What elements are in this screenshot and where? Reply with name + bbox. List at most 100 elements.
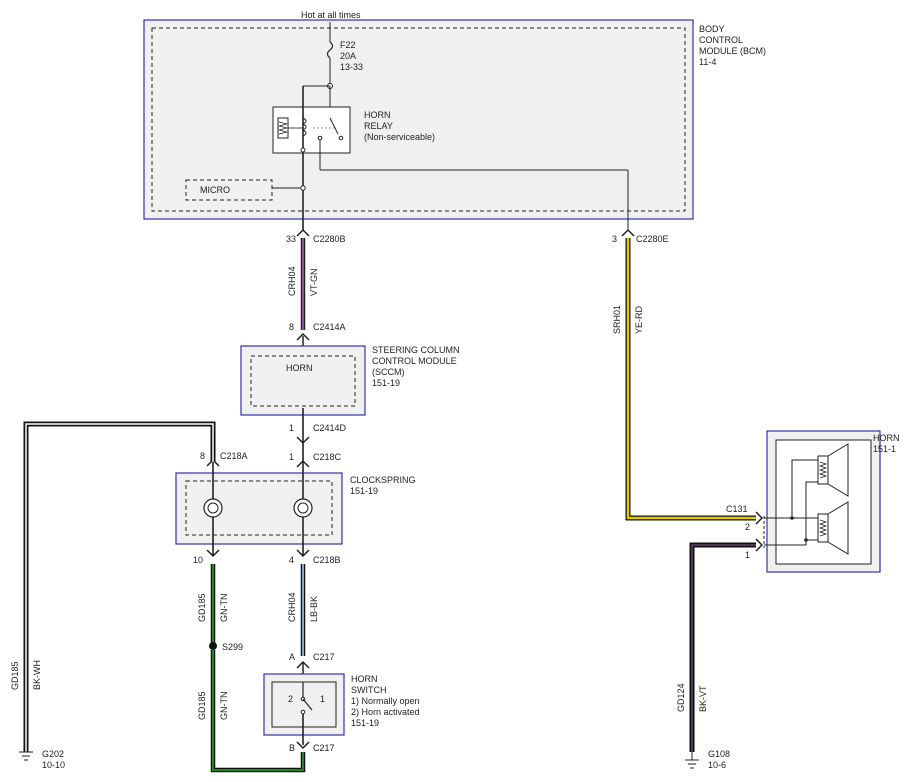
c217b-name: C217 <box>313 743 335 753</box>
connector-c218c-icon <box>296 459 310 468</box>
sccm-module <box>240 345 366 416</box>
c2414a-pin: 8 <box>289 322 294 332</box>
horn-ref: 151-1 <box>873 444 896 454</box>
wire-gd185-lower-color: GN-TN <box>219 692 229 721</box>
c218a-pin: 8 <box>200 451 205 461</box>
g202-ref: 10-10 <box>42 760 65 770</box>
fuse-icon <box>326 41 334 59</box>
relay-switch-icon <box>329 117 339 135</box>
sccm-title-4: 151-19 <box>372 378 400 388</box>
horn-speaker-lower-icon <box>817 501 849 555</box>
micro-label: MICRO <box>200 185 230 195</box>
wire-srh01-yerd <box>625 238 756 521</box>
connector-c218b-left-icon <box>206 549 220 558</box>
horn-speaker-upper-icon <box>817 443 849 497</box>
clockspring-ref: 151-19 <box>350 486 378 496</box>
horn-relay-box <box>272 106 351 154</box>
wire-gd185-left-circuit: GD185 <box>10 661 20 690</box>
relay-line2: RELAY <box>364 121 393 131</box>
wire-crh04-top-color: VT-GN <box>309 268 319 296</box>
bcm-module <box>143 19 694 220</box>
horn-switch-title-3: 1) Normally open <box>351 696 420 706</box>
sccm-inner-label: HORN <box>286 363 313 373</box>
c218c-pin: 1 <box>289 452 294 462</box>
c131-pin1: 1 <box>745 550 750 560</box>
wire-srh01-color: YE-RD <box>634 305 644 334</box>
wire-gd185-lower-circuit: GD185 <box>197 691 207 720</box>
c2414d-pin: 1 <box>289 423 294 433</box>
c218b-name: C218B <box>313 555 341 565</box>
c2280b-name: C2280B <box>313 234 346 244</box>
wire-srh01-circuit: SRH01 <box>612 305 622 334</box>
c2414d-name: C2414D <box>313 423 347 433</box>
c217a-pin: A <box>289 652 295 662</box>
c218a-name: C218A <box>220 451 248 461</box>
micro-box <box>185 179 273 201</box>
sccm-title-2: CONTROL MODULE <box>372 356 457 366</box>
c2280e-name: C2280E <box>636 234 669 244</box>
c131-pin2: 2 <box>745 522 750 532</box>
c218c-name: C218C <box>313 452 342 462</box>
relay-line3: (Non-serviceable) <box>364 132 435 142</box>
connector-c2414a-icon <box>296 332 310 341</box>
relay-winding-icon <box>301 117 307 137</box>
clockspring-title: CLOCKSPRING <box>350 475 416 485</box>
bcm-title-4: 11-4 <box>699 57 716 67</box>
c2280b-pin: 33 <box>286 234 296 244</box>
clockspring-module <box>175 472 343 545</box>
fuse-ref: 13-33 <box>340 62 363 72</box>
wire-gd124-bkvt <box>689 542 756 752</box>
connector-c218b-icon <box>296 549 310 558</box>
c217b-pin: B <box>289 743 295 753</box>
horn-switch-pin-right: 1 <box>320 694 325 704</box>
c2280e-pin: 3 <box>612 234 617 244</box>
wire-gd185-left-color: BK-WH <box>32 660 42 690</box>
bcm-title-2: CONTROL <box>699 35 743 45</box>
bcm-title-3: MODULE (BCM) <box>699 46 766 56</box>
hot-at-all-times-label: Hot at all times <box>301 10 361 20</box>
wire-crh04-top-circuit: CRH04 <box>287 266 297 296</box>
g108-ref: 10-6 <box>708 760 726 770</box>
bcm-title-1: BODY <box>699 24 725 34</box>
relay-name: HORN <box>364 110 391 120</box>
wire-crh04-bottom-circuit: CRH04 <box>287 592 297 622</box>
horn-switch-title-2: SWITCH <box>351 685 387 695</box>
connector-c217b-icon <box>296 741 310 750</box>
connector-c2280b-icon <box>296 228 310 237</box>
horn-module <box>766 430 881 573</box>
fuse-rating: 20A <box>340 51 356 61</box>
horn-switch-title-4: 2) Horn activated <box>351 707 420 717</box>
c217a-name: C217 <box>313 652 335 662</box>
c218b-pin: 4 <box>289 555 294 565</box>
wire-crh04-bottom-color: LB-BK <box>309 596 319 622</box>
ground-g108-icon <box>685 759 699 769</box>
wire-gd185-upper-circuit: GD185 <box>197 593 207 622</box>
sccm-title-1: STEERING COLUMN <box>372 345 460 355</box>
c218b-left-pin: 10 <box>193 555 203 565</box>
fuse-name: F22 <box>340 40 356 50</box>
c131-name: C131 <box>726 504 748 514</box>
ground-g202-icon <box>19 751 33 761</box>
wire-gd185-upper-color: GN-TN <box>219 594 229 623</box>
clockspring-right-coil-icon <box>293 498 313 518</box>
splice-s299 <box>209 642 217 650</box>
horn-switch-pin-left: 2 <box>288 694 293 704</box>
horn-switch-title-1: HORN <box>351 674 378 684</box>
connector-c2280e-icon <box>621 228 635 237</box>
wire-gd124-color: BK-VT <box>698 685 708 712</box>
clockspring-left-coil-icon <box>203 498 223 518</box>
connector-c131-pin1-icon <box>755 538 764 552</box>
s299-label: S299 <box>222 642 243 652</box>
g108-name: G108 <box>708 749 730 759</box>
sccm-title-3: (SCCM) <box>372 367 405 377</box>
micro-node <box>300 185 306 191</box>
horn-switch-module <box>263 673 345 736</box>
connector-c2414d-icon <box>296 436 310 445</box>
connector-c131-pin2-icon <box>755 511 764 525</box>
horn-switch-title-5: 151-19 <box>351 718 379 728</box>
horn-switch-contact-icon <box>300 696 313 715</box>
horn-title: HORN <box>873 433 900 443</box>
c2414a-name: C2414A <box>313 322 346 332</box>
wire-gd124-circuit: GD124 <box>676 683 686 712</box>
